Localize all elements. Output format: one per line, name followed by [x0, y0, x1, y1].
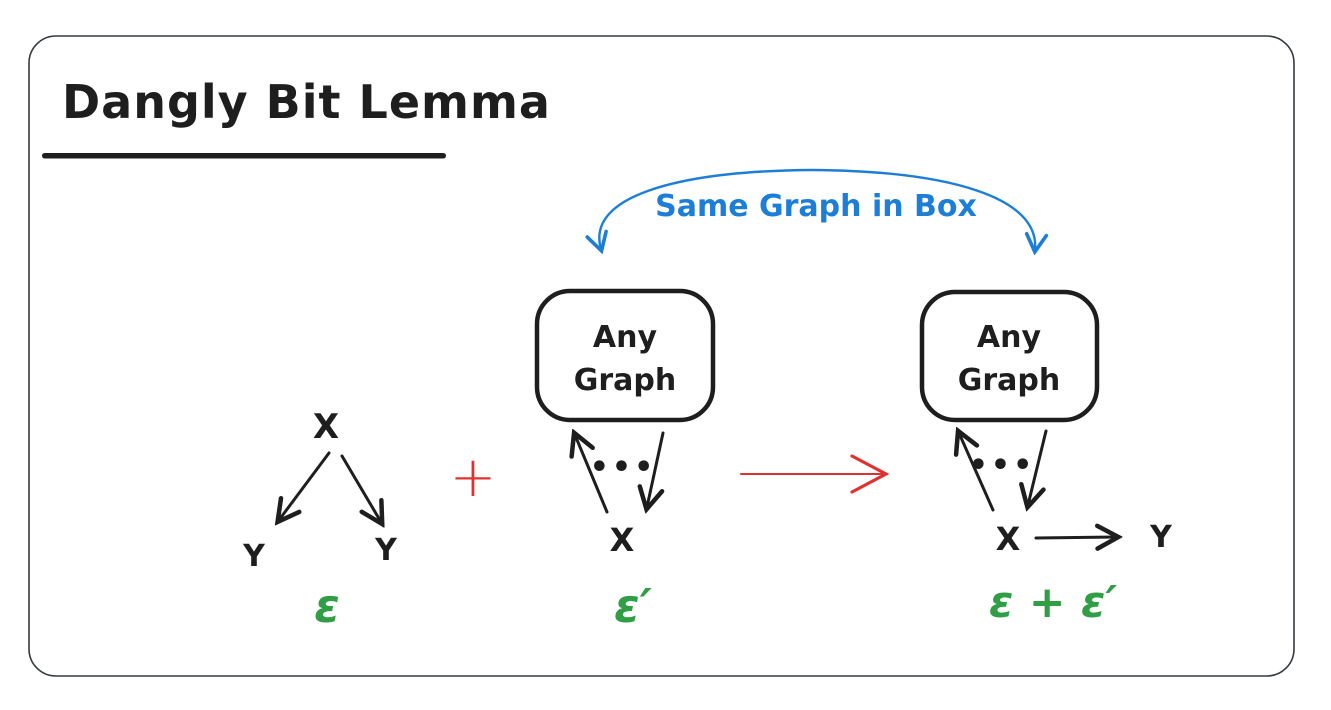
middle-graph-dots: •••: [590, 450, 657, 485]
right-graph-dots: •••: [969, 448, 1036, 483]
left-graph: X Y Y ε: [242, 407, 398, 633]
same-graph-label: Same Graph in Box: [655, 189, 977, 224]
any-graph-left-line2: Graph: [574, 363, 677, 398]
right-graph-node-x: X: [996, 520, 1021, 558]
left-graph-label-epsilon: ε: [314, 579, 340, 633]
any-graph-box-right-outline: [919, 289, 1100, 423]
any-graph-box-left-outline: [534, 288, 716, 423]
middle-graph: ••• X ε′: [575, 431, 665, 633]
right-graph-label-sum: ε + ε′: [989, 577, 1117, 628]
left-graph-edge-left: [279, 451, 331, 520]
left-graph-node-y-right: Y: [374, 533, 398, 568]
any-graph-left-line1: Any: [593, 320, 658, 355]
same-graph-annotation: Same Graph in Box: [585, 168, 1049, 256]
title-underline: [42, 153, 446, 159]
right-graph-edge-x-to-y: [1034, 537, 1116, 538]
right-graph: ••• X Y ε + ε′: [959, 431, 1173, 628]
right-graph-node-y: Y: [1149, 520, 1173, 555]
left-graph-node-x: X: [313, 407, 339, 447]
middle-graph-edge-down: [647, 431, 665, 507]
left-graph-node-y-left: Y: [242, 539, 266, 574]
middle-graph-edge-up: [575, 435, 609, 514]
any-graph-box-right: Any Graph: [919, 289, 1100, 423]
any-graph-box-left: Any Graph: [534, 288, 716, 423]
page-title: Dangly Bit Lemma: [62, 75, 551, 129]
same-graph-arc: [585, 168, 1049, 256]
any-graph-right-line1: Any: [977, 320, 1042, 355]
right-graph-edge-down: [1028, 429, 1048, 505]
outer-frame: [28, 35, 1295, 677]
middle-graph-label-epsilon-prime: ε′: [614, 579, 652, 633]
left-graph-edge-right: [340, 454, 381, 522]
plus-operator: +: [450, 445, 497, 510]
any-graph-right-line2: Graph: [958, 363, 1061, 398]
middle-graph-node-x: X: [610, 521, 635, 559]
right-graph-edge-up: [959, 433, 995, 512]
